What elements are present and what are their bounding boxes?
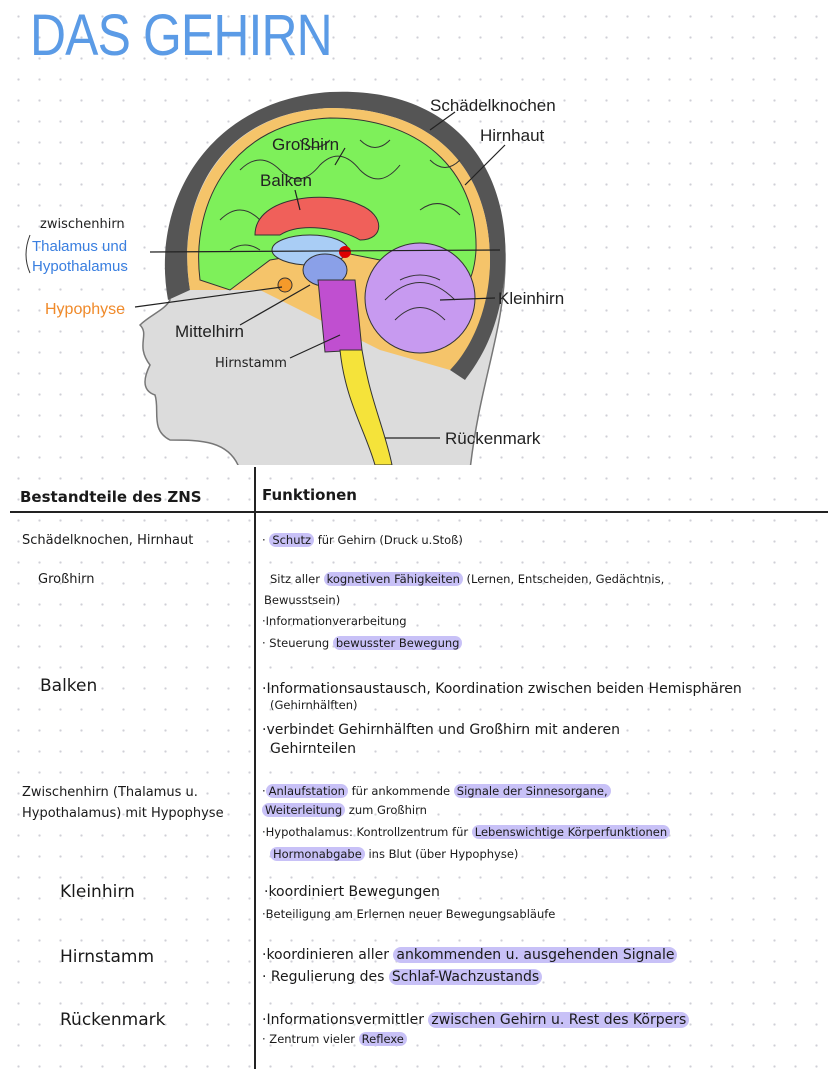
function-line: Gehirnteilen xyxy=(270,741,356,757)
label-cerebellum: Kleinhirn xyxy=(498,289,564,308)
skull xyxy=(164,91,506,380)
table-column-divider xyxy=(254,467,256,1069)
function-text: · xyxy=(262,784,266,798)
function-line: · Steuerung bewusster Bewegung xyxy=(262,636,463,650)
function-line: · Schutz für Gehirn (Druck u.Stoß) xyxy=(262,533,463,547)
label-brainstem: Hirnstamm xyxy=(215,356,287,371)
function-line: · Zentrum vieler Reflexe xyxy=(262,1032,407,1046)
label-skull: Schädelknochen xyxy=(430,96,556,115)
highlighted-text: Lebenswichtige Körperfunktionen xyxy=(471,825,671,839)
function-line: ·Informationverarbeitung xyxy=(262,614,407,628)
function-line: · Regulierung des Schlaf-Wachzustands xyxy=(262,969,543,985)
highlighted-text: Schlaf-Wachzustands xyxy=(388,969,543,985)
function-text: · Zentrum vieler xyxy=(262,1032,359,1046)
function-text: ins Blut (über Hypophyse) xyxy=(364,847,519,861)
function-line: Sitz aller kognetiven Fähigkeiten (Lerne… xyxy=(270,572,664,586)
brainstem xyxy=(317,279,363,353)
label-thalamus: Thalamus und xyxy=(32,238,127,255)
part-label: Hirnstamm xyxy=(60,947,155,967)
cerebellum-folds xyxy=(384,274,456,321)
function-line: ·verbindet Gehirnhälften und Großhirn mi… xyxy=(262,722,620,738)
function-text: für Gehirn (Druck u.Stoß) xyxy=(314,533,463,547)
highlighted-text: ankommenden u. ausgehenden Signale xyxy=(393,947,678,963)
corpus-callosum xyxy=(254,196,380,241)
function-line: ·Beteiligung am Erlernen neuer Bewegungs… xyxy=(262,907,555,921)
function-line: (Gehirnhälften) xyxy=(270,698,358,712)
highlighted-text: Signale der Sinnesorgane, xyxy=(453,784,611,798)
highlighted-text: Hormonabgabe xyxy=(270,847,365,861)
leader-lines xyxy=(134,111,506,439)
column-header-parts: Bestandteile des ZNS xyxy=(20,488,202,506)
function-text: · Regulierung des xyxy=(262,969,389,985)
function-text: ·Informationsvermittler xyxy=(262,1012,429,1028)
table-header-divider xyxy=(10,511,828,513)
gyri xyxy=(219,139,461,251)
part-label: Hypothalamus) mit Hypophyse xyxy=(22,806,224,821)
column-header-functions: Funktionen xyxy=(262,486,357,504)
function-text: Sitz aller xyxy=(270,572,324,586)
highlighted-text: Anlaufstation xyxy=(265,784,348,798)
highlighted-text: Weiterleitung xyxy=(262,803,346,817)
highlighted-text: kognetiven Fähigkeiten xyxy=(323,572,463,586)
function-line: ·koordiniert Bewegungen xyxy=(264,884,440,900)
page-title: DAS GEHIRN xyxy=(30,3,333,68)
brain-diagram: Schädelknochen Hirnhaut Großhirn Balken … xyxy=(25,91,564,465)
function-line: ·Informationsvermittler zwischen Gehirn … xyxy=(262,1012,690,1028)
label-corpus-callosum: Balken xyxy=(260,171,312,190)
pituitary xyxy=(277,277,293,293)
highlighted-text: Reflexe xyxy=(358,1032,407,1046)
function-text: Bewusstsein) xyxy=(264,593,341,607)
function-text: ·verbindet Gehirnhälften und Großhirn mi… xyxy=(262,722,620,738)
function-text: Gehirnteilen xyxy=(270,741,356,757)
function-text: zum Großhirn xyxy=(345,803,427,817)
function-text: ·koordinieren aller xyxy=(262,947,394,963)
function-text: (Gehirnhälften) xyxy=(270,698,358,712)
function-text: · xyxy=(262,533,270,547)
part-label: Kleinhirn xyxy=(60,882,135,902)
function-line: Weiterleitung zum Großhirn xyxy=(262,803,427,817)
midbrain xyxy=(339,246,351,258)
label-pituitary: Hypophyse xyxy=(45,301,125,318)
function-text: ·Informationverarbeitung xyxy=(262,614,407,628)
function-text: · Steuerung xyxy=(262,636,333,650)
part-label: Großhirn xyxy=(38,572,95,587)
label-hypothalamus: Hypothalamus xyxy=(32,258,128,275)
bracket xyxy=(25,234,31,274)
function-line: ·koordinieren aller ankommenden u. ausge… xyxy=(262,947,678,963)
function-text: ·Informationsaustausch, Koordination zwi… xyxy=(262,681,742,697)
function-text: ·koordiniert Bewegungen xyxy=(264,884,440,900)
label-cerebrum: Großhirn xyxy=(272,135,339,154)
part-label: Schädelknochen, Hirnhaut xyxy=(22,533,194,548)
function-line: Hormonabgabe ins Blut (über Hypophyse) xyxy=(270,847,518,861)
highlighted-text: bewusster Bewegung xyxy=(332,636,463,650)
highlighted-text: zwischen Gehirn u. Rest des Körpers xyxy=(428,1012,690,1028)
cerebellum xyxy=(364,242,476,354)
spinal-cord xyxy=(339,349,393,465)
part-label: Rückenmark xyxy=(60,1010,166,1030)
function-line: ·Anlaufstation für ankommende Signale de… xyxy=(262,784,611,798)
function-text: ·Hypothalamus: Kontrollzentrum für xyxy=(262,825,472,839)
function-line: Bewusstsein) xyxy=(264,593,340,607)
function-line: ·Informationsaustausch, Koordination zwi… xyxy=(262,681,742,697)
label-meninges: Hirnhaut xyxy=(480,126,545,145)
function-line: ·Hypothalamus: Kontrollzentrum für Leben… xyxy=(262,825,671,839)
function-text: ·Beteiligung am Erlernen neuer Bewegungs… xyxy=(262,907,556,921)
function-text: für ankommende xyxy=(347,784,454,798)
label-diencephalon: zwischenhirn xyxy=(40,217,125,232)
label-spinal-cord: Rückenmark xyxy=(445,429,541,448)
label-midbrain: Mittelhirn xyxy=(175,322,244,341)
highlighted-text: Schutz xyxy=(269,533,315,547)
part-label: Zwischenhirn (Thalamus u. xyxy=(22,785,198,800)
part-label: Balken xyxy=(40,676,98,696)
function-text: (Lernen, Entscheiden, Gedächtnis, xyxy=(462,572,665,586)
